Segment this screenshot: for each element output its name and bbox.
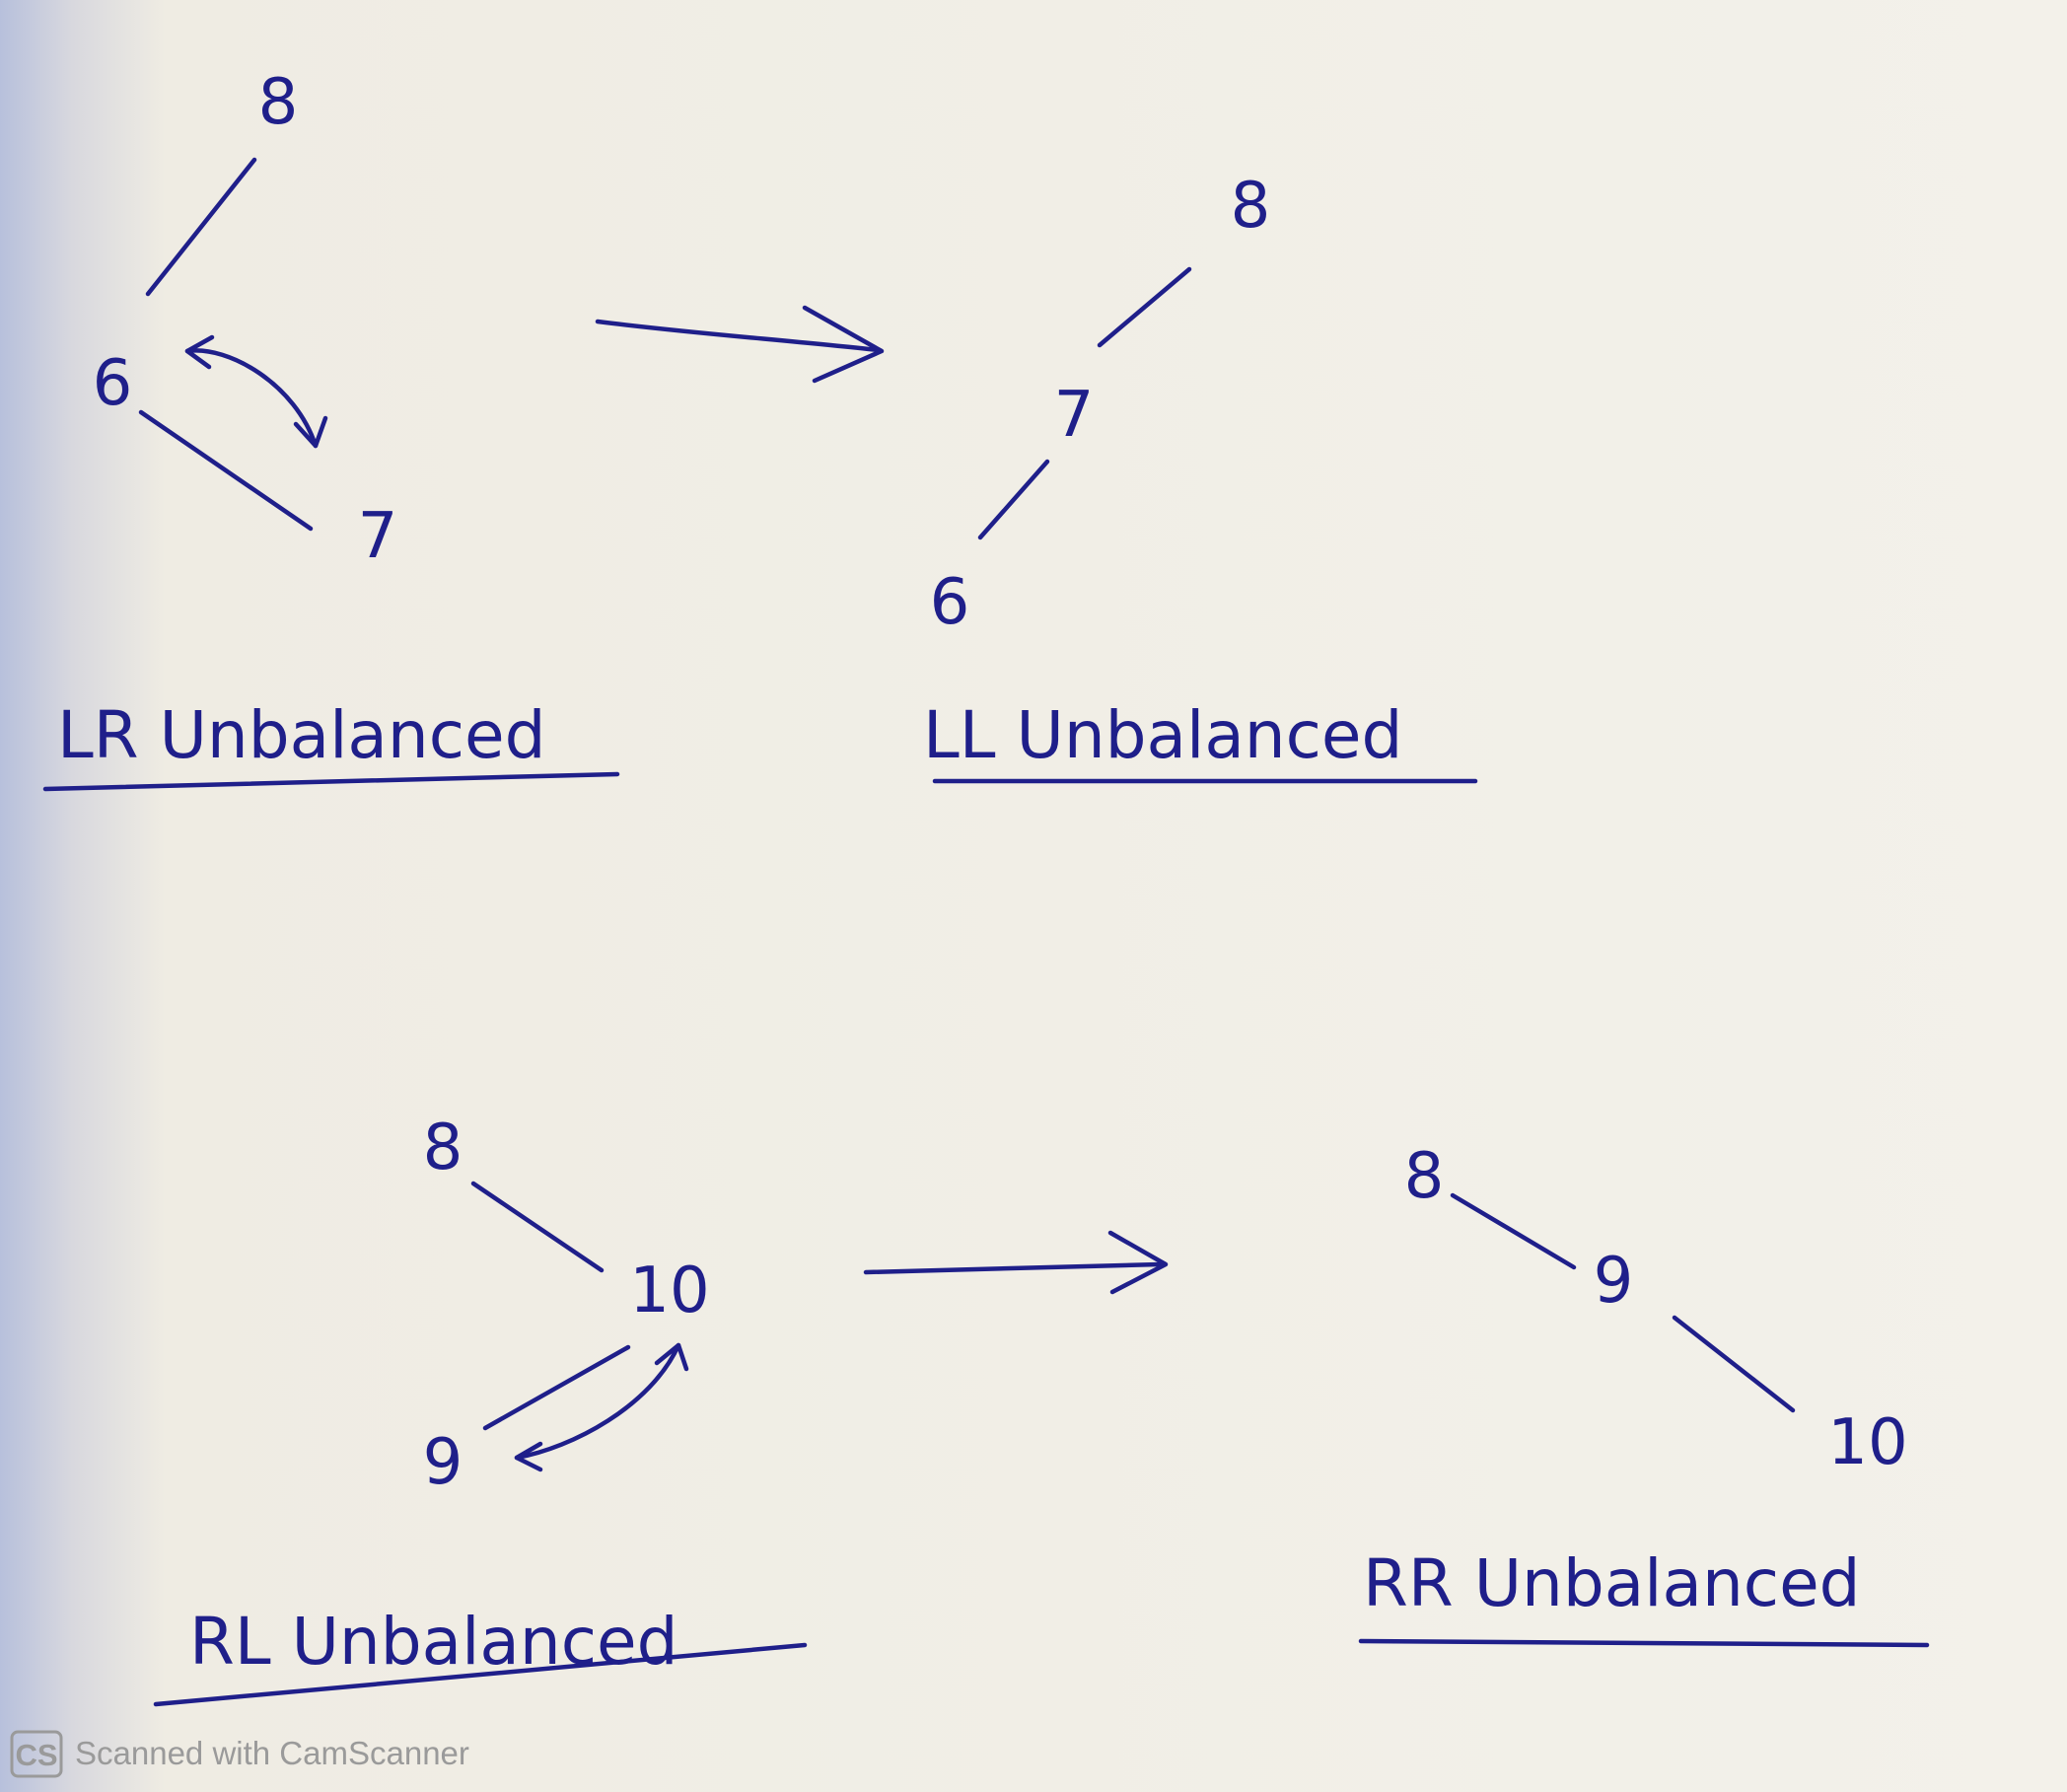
lr-diagram: 8 6 7 LR Unbalanced <box>42 66 620 792</box>
camscanner-logo-text: CS <box>15 1738 57 1772</box>
rl-diagram: 8 10 9 RL Unbalanced <box>153 1111 808 1707</box>
lr-node-left-child: 6 <box>93 347 133 420</box>
lr-edge-left-right <box>138 409 314 532</box>
top-arrow-head <box>802 305 885 384</box>
rl-rotation-arrowhead-right <box>654 1342 689 1372</box>
lr-caption-underline <box>42 771 620 792</box>
rl-node-root: 8 <box>423 1111 463 1184</box>
rr-node-right-child: 9 <box>1594 1245 1634 1318</box>
rl-node-right-left-grandchild: 9 <box>423 1426 463 1499</box>
rl-edge-root-right <box>470 1181 605 1273</box>
bottom-arrow <box>863 1230 1169 1295</box>
ll-node-root: 8 <box>1231 170 1271 243</box>
camscanner-watermark-text: Scanned with CamScanner <box>75 1735 469 1771</box>
lr-rotation-curve <box>184 348 319 449</box>
lr-rotation-arrowhead-right <box>293 415 328 449</box>
top-arrow-shaft <box>595 319 881 353</box>
lr-rotation-arrowhead-left <box>184 334 215 370</box>
lr-node-root: 8 <box>258 66 299 139</box>
rl-node-right-child: 10 <box>629 1254 709 1327</box>
top-arrow <box>595 305 885 384</box>
rr-edge-root-right <box>1450 1192 1577 1270</box>
ll-node-left-grandchild: 6 <box>930 566 970 639</box>
ll-edge-root-left <box>1097 266 1192 348</box>
ll-node-left-child: 7 <box>1054 379 1095 452</box>
rl-caption-underline <box>153 1642 808 1707</box>
rr-edge-right-right <box>1672 1315 1796 1413</box>
rl-caption: RL Unbalanced <box>189 1604 677 1680</box>
ll-edge-left-left <box>977 459 1050 540</box>
rr-node-right-right-grandchild: 10 <box>1827 1406 1907 1479</box>
lr-node-right-grandchild: 7 <box>358 500 398 573</box>
ll-diagram: 8 7 6 LL Unbalanced <box>923 170 1478 784</box>
lr-edge-root-left <box>145 157 257 297</box>
rr-caption: RR Unbalanced <box>1363 1545 1861 1621</box>
rl-rotation-curve <box>514 1342 681 1461</box>
bottom-arrow-head <box>1107 1230 1169 1295</box>
rl-edge-right-left <box>482 1344 631 1431</box>
rl-rotation-arrowhead-left <box>514 1441 543 1472</box>
bottom-arrow-shaft <box>863 1261 1163 1275</box>
lr-caption: LR Unbalanced <box>57 697 545 773</box>
rr-node-root: 8 <box>1404 1140 1445 1213</box>
camscanner-logo-icon <box>10 1730 63 1778</box>
camscanner-watermark: CS Scanned with CamScanner <box>10 1730 469 1778</box>
rr-diagram: 8 9 10 RR Unbalanced <box>1358 1140 1930 1648</box>
ll-caption: LL Unbalanced <box>923 697 1402 773</box>
rr-caption-underline <box>1358 1638 1930 1648</box>
